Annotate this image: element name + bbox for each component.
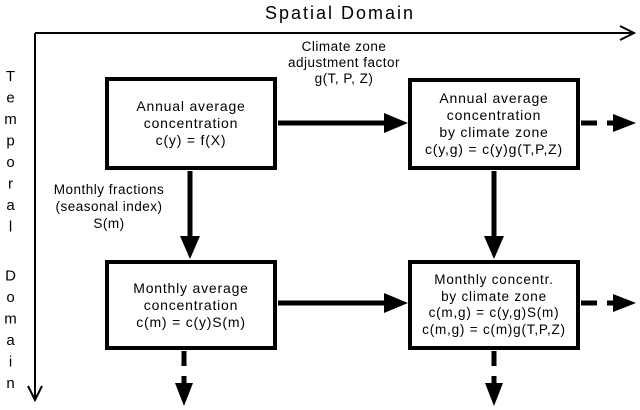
box-monthly-concentration-by-climate-zone: Monthly concentr. by climate zone c(m,g)… <box>408 260 580 350</box>
box-line: concentration <box>143 296 239 313</box>
box-line: c(m) = c(y)S(m) <box>136 313 246 330</box>
monthly-fractions-label: Monthly fractions (seasonal index) S(m) <box>33 181 185 232</box>
temporal-axis-arrow <box>27 33 43 403</box>
box-line: Monthly average <box>133 279 249 296</box>
climate-zone-factor-line: g(T, P, Z) <box>314 71 374 86</box>
monthly-fractions-line: S(m) <box>93 216 125 231</box>
arrow-out-monthly-by-zone-down <box>485 351 503 406</box>
box-line: Monthly concentr. <box>434 272 554 287</box>
box-line: c(y) = f(X) <box>155 132 227 148</box>
box-line: c(m,g) = c(y,g)S(m) <box>428 305 560 320</box>
box-line: Annual average <box>439 90 549 106</box>
arrow-annual-to-annual-by-zone <box>278 113 408 133</box>
arrow-monthly-to-monthly-by-zone <box>278 293 408 313</box>
arrow-out-monthly-down <box>175 351 193 406</box>
box-line: by climate zone <box>441 288 547 304</box>
box-annual-average-by-climate-zone: Annual average concentration by climate … <box>408 78 580 170</box>
box-line: Annual average <box>136 98 246 114</box>
box-line: concentration <box>446 107 542 123</box>
spatial-axis-arrow <box>35 25 637 41</box>
box-line: by climate zone <box>439 124 549 140</box>
box-line: concentration <box>143 115 239 131</box>
climate-zone-factor-label: Climate zone adjustment factor g(T, P, Z… <box>262 39 426 87</box>
climate-zone-factor-line: adjustment factor <box>287 55 401 70</box>
monthly-fractions-line: (seasonal index) <box>55 199 163 214</box>
temporal-domain-title: Temporal Domain <box>2 68 19 397</box>
box-annual-average-concentration: Annual average concentration c(y) = f(X) <box>105 77 277 170</box>
spatial-domain-title: Spatial Domain <box>264 3 416 23</box>
box-line: c(m,g) = c(m)g(T,P,Z) <box>422 321 566 337</box>
arrow-out-monthly-by-zone-right <box>581 294 636 312</box>
climate-zone-factor-line: Climate zone <box>301 39 387 54</box>
arrow-annual-by-zone-to-monthly-by-zone <box>484 171 504 259</box>
box-monthly-average-concentration: Monthly average concentration c(m) = c(y… <box>105 260 277 350</box>
monthly-fractions-line: Monthly fractions <box>53 182 165 197</box>
arrow-out-annual-by-zone-right <box>581 114 636 132</box>
box-line: c(y,g) = c(y)g(T,P,Z) <box>424 141 563 157</box>
arrow-annual-to-monthly <box>180 171 200 259</box>
